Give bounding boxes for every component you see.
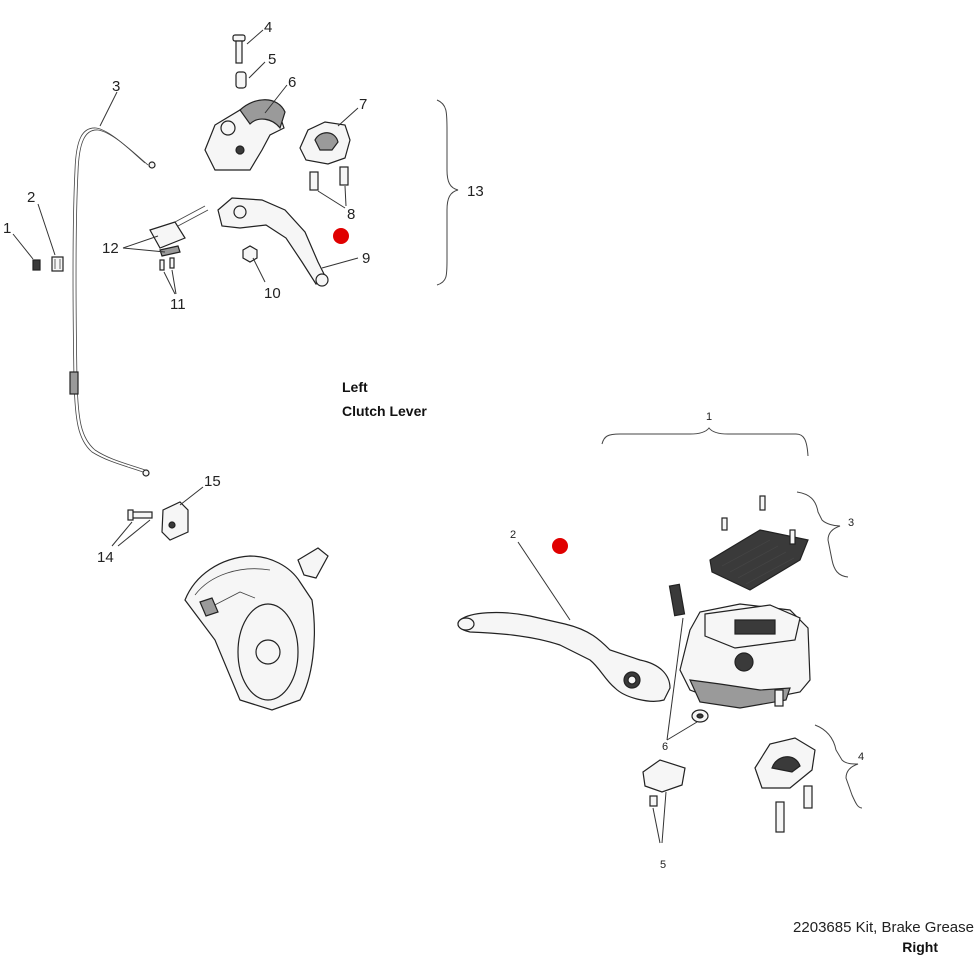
right-callout-6: 6 xyxy=(662,741,668,753)
left-callout-13: 13 xyxy=(467,183,484,200)
left-section-title-line2: Clutch Lever xyxy=(342,403,427,419)
left-part-9-lever: 9 xyxy=(217,197,370,287)
right-callout-5: 5 xyxy=(660,859,666,871)
left-callout-15: 15 xyxy=(204,473,221,490)
left-brace-13: 13 xyxy=(436,99,484,286)
left-callout-7: 7 xyxy=(359,96,367,113)
footer-side-label: Right xyxy=(902,939,938,955)
right-part-5-switch: 5 xyxy=(642,759,686,871)
left-part-8-screws: 8 xyxy=(309,166,355,223)
right-part-3-cover xyxy=(709,495,809,591)
right-brace-1: 1 xyxy=(601,411,809,457)
right-brace-3: 3 xyxy=(796,491,854,578)
right-master-cylinder xyxy=(679,603,811,709)
left-part-12-switch: 12 xyxy=(102,205,209,257)
left-marker-dot xyxy=(333,228,349,244)
right-callout-2: 2 xyxy=(510,529,516,541)
left-part-5-bushing: 5 xyxy=(235,51,276,89)
left-callout-12: 12 xyxy=(102,240,119,257)
right-callout-1: 1 xyxy=(706,411,712,423)
left-callout-11: 11 xyxy=(170,296,186,313)
left-callout-9: 9 xyxy=(362,250,370,267)
right-part-2-lever: 2 xyxy=(457,529,671,702)
left-part-6-housing: 6 xyxy=(204,74,296,171)
right-part-pivot-screw xyxy=(666,583,686,741)
left-part-14-pin: 14 xyxy=(97,509,153,566)
right-marker-dot xyxy=(552,538,568,554)
left-callout-1: 1 xyxy=(3,220,11,237)
left-part-2-connector: 2 xyxy=(27,189,64,272)
left-callout-14: 14 xyxy=(97,549,114,566)
left-part-11-screws: 11 xyxy=(159,257,186,313)
left-part-10-nut: 10 xyxy=(242,245,281,302)
left-part-15-bracket: 15 xyxy=(161,473,221,541)
left-part-7-clamp: 7 xyxy=(299,96,367,165)
right-callout-4: 4 xyxy=(858,751,864,763)
left-callout-3: 3 xyxy=(112,78,120,95)
left-part-3-cable: 3 xyxy=(69,78,156,477)
right-part-4-clamp: 4 xyxy=(754,724,864,833)
footer-kit-text: 2203685 Kit, Brake Grease xyxy=(793,919,974,936)
right-part-6-washer: 6 xyxy=(662,709,709,753)
left-callout-10: 10 xyxy=(264,285,281,302)
left-callout-5: 5 xyxy=(268,51,276,68)
left-callout-2: 2 xyxy=(27,189,35,206)
right-brake-assembly: 1 3 xyxy=(457,411,864,871)
right-callout-3: 3 xyxy=(848,517,854,529)
left-clutch-assembly: 1 2 3 4 xyxy=(3,19,484,711)
left-primary-cover xyxy=(184,547,329,711)
left-part-4-bolt: 4 xyxy=(232,19,272,64)
left-part-1-clip: 1 xyxy=(3,220,41,271)
left-callout-6: 6 xyxy=(288,74,296,91)
left-section-title-line1: Left xyxy=(342,379,368,395)
left-callout-8: 8 xyxy=(347,206,355,223)
left-callout-4: 4 xyxy=(264,19,272,36)
